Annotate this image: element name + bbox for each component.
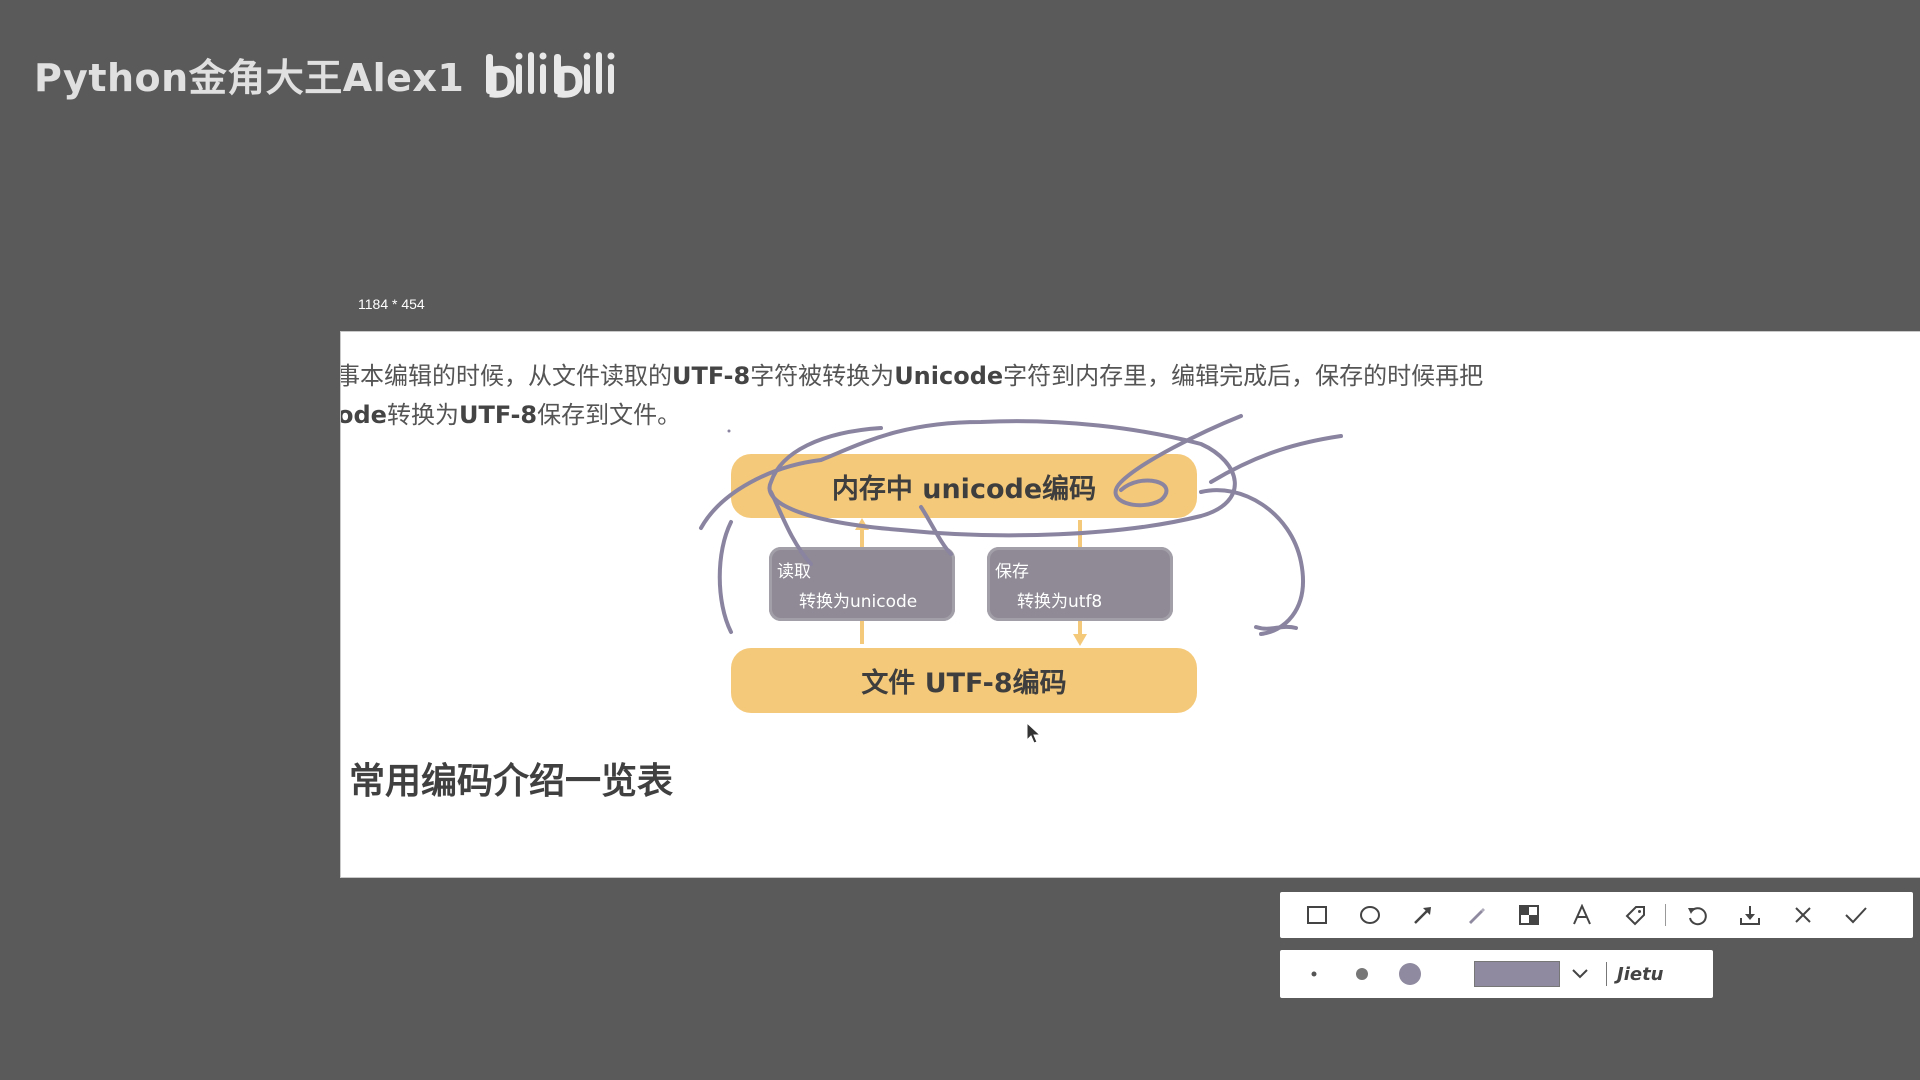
channel-watermark: Python金角大王Alex1 [34, 46, 620, 102]
read-box-title: 读取 [777, 562, 811, 582]
check-icon [1844, 907, 1867, 924]
read-convert-box: 读取 转换为unicode [769, 547, 955, 621]
file-utf8-box: 文件 UTF-8编码 [731, 648, 1197, 713]
download-button[interactable] [1723, 892, 1776, 938]
paragraph-run: 字符被转换为 [750, 362, 895, 390]
capture-region[interactable]: 事本编辑的时候，从文件读取的UTF-8字符被转换为Unicode字符到内存里，编… [340, 331, 1920, 878]
paragraph-run: Unicode [894, 362, 1004, 390]
save-arrowhead [1073, 634, 1087, 646]
tag-tool-button[interactable] [1608, 892, 1661, 938]
paragraph-line-2: ode转换为UTF-8保存到文件。 [341, 395, 681, 430]
rectangle-tool-button[interactable] [1290, 892, 1343, 938]
read-box-text: 转换为unicode [799, 592, 918, 612]
mosaic-tool-button[interactable] [1502, 892, 1555, 938]
paragraph-run: 保存到文件。 [537, 401, 682, 429]
encoding-diagram: 内存中 unicode编码 读取 转换为unicode 保存 转换为utf8 文… [341, 332, 1920, 877]
section-title: 常用编码介绍一览表 [349, 761, 674, 802]
channel-name: Python金角大王Alex1 [34, 55, 465, 100]
paragraph-run: UTF-8 [458, 401, 538, 429]
toolbar-separator [1665, 904, 1666, 926]
annotation-dot [727, 429, 731, 433]
arrow-tool-button[interactable] [1396, 892, 1449, 938]
paragraph-line-1: 事本编辑的时候，从文件读取的UTF-8字符被转换为Unicode字符到内存里，编… [341, 356, 1483, 391]
download-icon [1739, 906, 1760, 925]
pen-options-bar: Jietu [1280, 950, 1713, 998]
pen-size-large-button[interactable] [1386, 950, 1434, 998]
ellipse-icon [1359, 906, 1380, 924]
undo-button[interactable] [1670, 892, 1723, 938]
close-button[interactable] [1776, 892, 1829, 938]
paragraph-run: ode [341, 401, 387, 429]
pen-size-medium-button[interactable] [1338, 950, 1386, 998]
chevron-down-icon [1572, 969, 1588, 979]
arrow-icon [1413, 907, 1431, 924]
close-icon [1794, 907, 1811, 923]
small-dot-icon [1311, 971, 1317, 977]
text-icon [1572, 904, 1591, 925]
large-dot-icon [1399, 963, 1421, 985]
annotation-toolbar [1280, 892, 1913, 938]
pen-size-small-button[interactable] [1290, 950, 1338, 998]
tag-icon [1625, 906, 1645, 926]
capture-size-label: 1184 * 454 [358, 296, 425, 312]
pen-icon [1468, 908, 1485, 924]
confirm-button[interactable] [1829, 892, 1882, 938]
rectangle-icon [1306, 906, 1327, 924]
text-tool-button[interactable] [1555, 892, 1608, 938]
pen-tool-button[interactable] [1449, 892, 1502, 938]
subbar-separator [1606, 962, 1607, 986]
medium-dot-icon [1356, 968, 1368, 980]
pen-annotation [699, 414, 1343, 636]
jietu-brand: Jietu [1617, 963, 1664, 985]
undo-icon [1687, 907, 1707, 926]
paragraph-run: 转换为 [386, 401, 459, 429]
bilibili-logo-icon [486, 52, 615, 98]
paragraph-run: 事本编辑的时候，从文件读取的 [341, 362, 672, 390]
mosaic-icon [1518, 905, 1539, 925]
save-box-title: 保存 [995, 562, 1029, 582]
mouse-cursor-icon [1026, 722, 1042, 744]
paragraph-run: UTF-8 [672, 362, 751, 390]
paragraph-run: 字符到内存里，编辑完成后，保存的时候再把 [1003, 362, 1484, 390]
save-convert-box: 保存 转换为utf8 [987, 547, 1173, 621]
save-box-text: 转换为utf8 [1017, 592, 1103, 612]
pen-color-swatch[interactable] [1474, 961, 1560, 987]
color-dropdown-button[interactable] [1560, 954, 1600, 994]
ellipse-tool-button[interactable] [1343, 892, 1396, 938]
